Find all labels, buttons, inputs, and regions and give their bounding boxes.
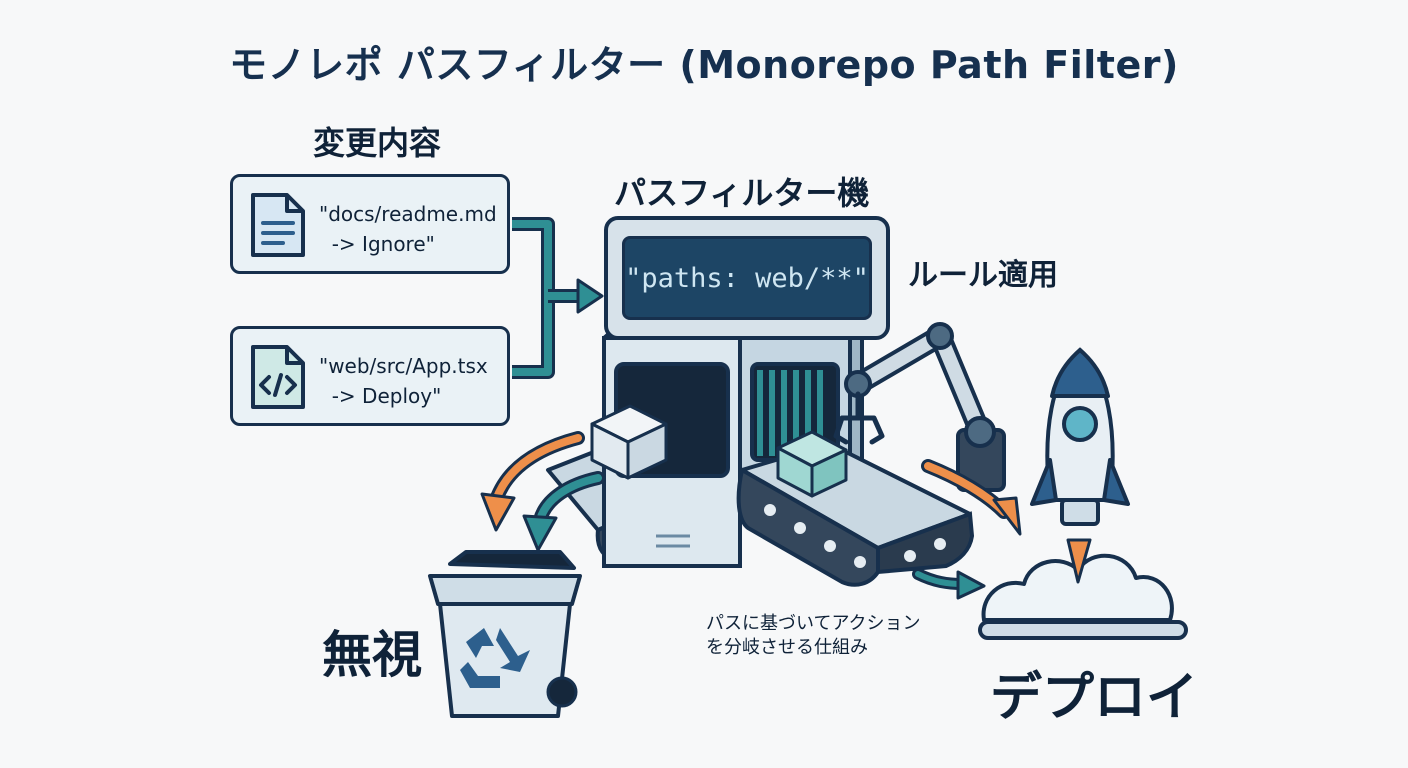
trash-bin-icon bbox=[428, 550, 582, 718]
document-icon bbox=[249, 191, 307, 263]
box-icon bbox=[590, 404, 668, 480]
filter-machine-heading: パスフィルター機 bbox=[614, 174, 870, 212]
deploy-label: デプロイ bbox=[990, 668, 1199, 728]
ignore-arrows bbox=[480, 431, 605, 552]
box-icon bbox=[776, 430, 848, 498]
input-connector-arrows bbox=[512, 217, 604, 379]
rule-screen: "paths: web/**" bbox=[604, 216, 890, 340]
changes-heading: 変更内容 bbox=[313, 124, 442, 162]
caption: パスに基づいてアクション を分岐させる仕組み bbox=[706, 612, 921, 660]
recycle-icon bbox=[460, 628, 530, 688]
ignore-label: 無視 bbox=[322, 626, 422, 684]
caption-line: パスに基づいてアクション bbox=[706, 613, 921, 634]
caption-line: を分岐させる仕組み bbox=[706, 637, 868, 658]
file-card-web: "web/src/App.tsx -> Deploy" bbox=[230, 326, 510, 426]
file-path-text: "web/src/App.tsx -> Deploy" bbox=[319, 354, 488, 408]
page-title: モノレポ パスフィルター (Monorepo Path Filter) bbox=[229, 43, 1179, 87]
rule-screen-display: "paths: web/**" bbox=[622, 236, 872, 320]
rule-apply-label: ルール適用 bbox=[908, 258, 1058, 293]
file-card-docs: "docs/readme.md -> Ignore" bbox=[230, 174, 510, 274]
rocket-icon bbox=[978, 347, 1188, 640]
file-path-text: "docs/readme.md -> Ignore" bbox=[319, 202, 497, 256]
code-file-icon bbox=[249, 343, 307, 415]
deploy-arrows bbox=[912, 459, 1022, 600]
rule-text: "paths: web/**" bbox=[625, 262, 869, 294]
